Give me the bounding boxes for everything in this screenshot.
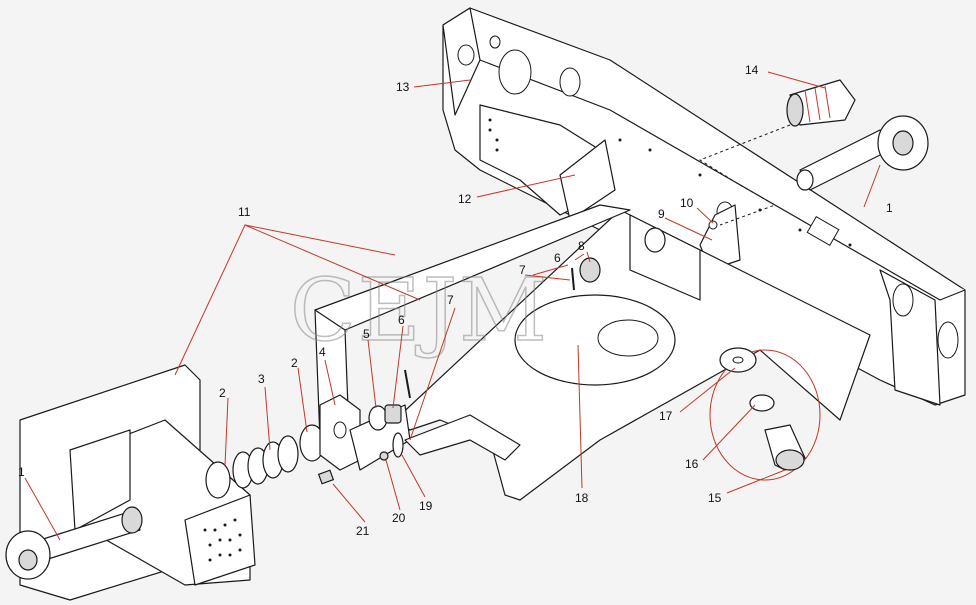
ring-19 — [392, 432, 404, 458]
fastener-group — [709, 347, 821, 481]
bracket-12 — [479, 104, 616, 221]
callout-18: 18 — [575, 491, 589, 505]
callout-16: 16 — [685, 457, 699, 471]
spring-3 — [205, 424, 325, 499]
callout-9: 9 — [658, 207, 665, 221]
callout-1-left: 1 — [18, 465, 25, 479]
callout-1-right: 1 — [886, 201, 893, 215]
callout-7-lower: 7 — [447, 293, 454, 307]
washer-5 — [368, 405, 388, 431]
callout-8: 8 — [578, 239, 585, 253]
callout-14: 14 — [745, 63, 759, 77]
nut-8 — [579, 257, 601, 283]
callout-10: 10 — [680, 196, 694, 210]
callout-4: 4 — [319, 345, 326, 359]
bolt-21 — [317, 469, 335, 485]
callout-3: 3 — [258, 372, 265, 386]
callout-6-upper: 6 — [554, 251, 561, 265]
callout-20: 20 — [392, 511, 406, 525]
leader-lines — [24, 71, 881, 541]
tow-hook-left — [5, 506, 143, 580]
callout-5: 5 — [363, 327, 370, 341]
tow-hook-right — [796, 115, 929, 191]
small-parts — [317, 257, 601, 485]
rear-crossmember — [442, 7, 966, 406]
callout-7-upper: 7 — [519, 263, 526, 277]
callout-11: 11 — [238, 205, 251, 219]
pin-7 — [404, 369, 411, 399]
callout-6-lower: 6 — [398, 313, 405, 327]
callout-2-right: 2 — [291, 356, 298, 370]
callout-12: 12 — [458, 192, 472, 206]
callout-21: 21 — [356, 524, 370, 538]
floor-plate-18 — [394, 209, 871, 501]
washer-20 — [379, 451, 389, 461]
callout-13: 13 — [396, 80, 410, 94]
watermark: СЕЈМ — [290, 261, 549, 361]
callout-labels: 1 1 2 2 3 4 5 6 6 7 7 8 9 10 11 12 13 14… — [18, 63, 893, 538]
callout-19: 19 — [419, 499, 433, 513]
callout-15: 15 — [708, 491, 722, 505]
callout-17: 17 — [659, 409, 673, 423]
callout-2-left: 2 — [219, 386, 226, 400]
bolt-14 — [786, 79, 856, 127]
